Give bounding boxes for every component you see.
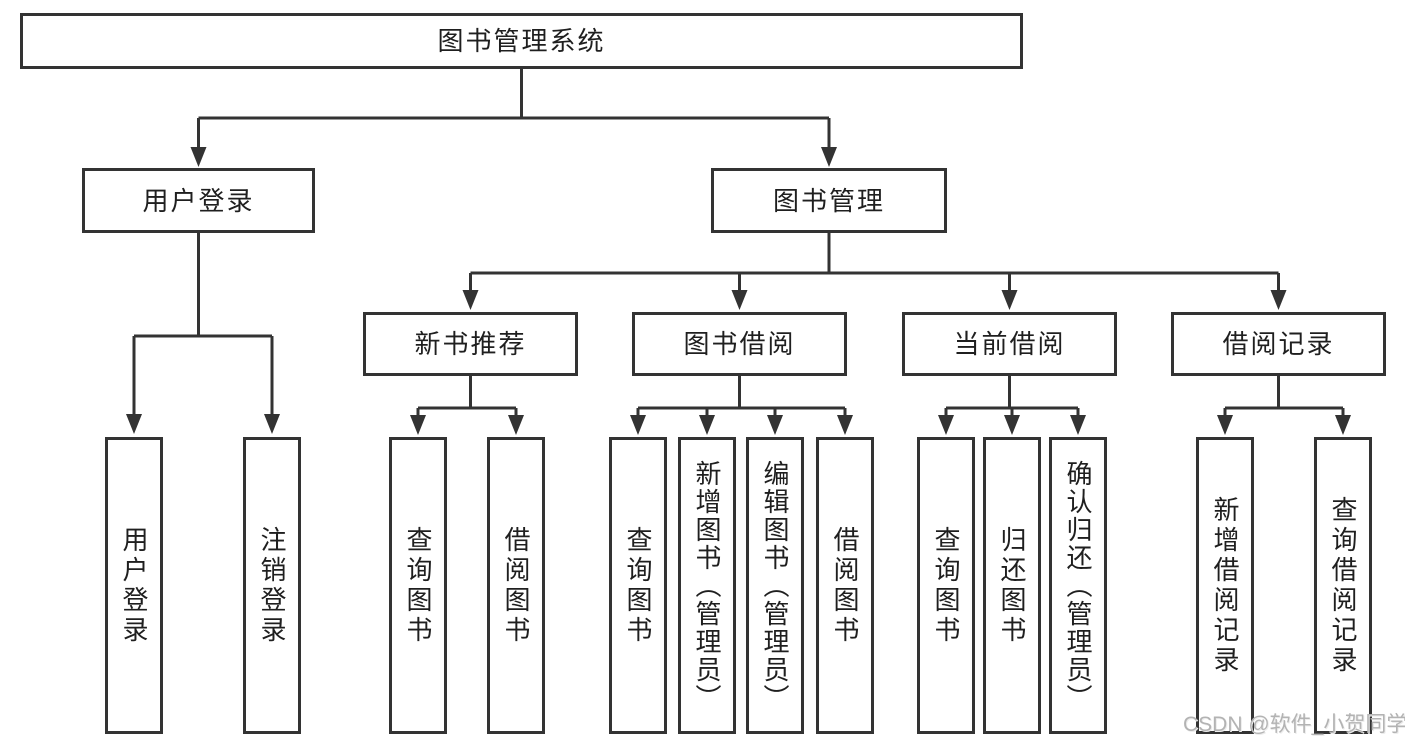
- node-bb-add-books-admin: 新增图书（管理员）: [678, 437, 736, 734]
- node-bb-add-books-admin-label: 新增图书（管理员）: [692, 459, 722, 712]
- node-bb-query-books-label: 查询图书: [623, 525, 653, 646]
- node-new-book-recommend: 新书推荐: [363, 312, 578, 376]
- node-current-borrow-label: 当前借阅: [953, 329, 1066, 359]
- node-book-management: 图书管理: [711, 168, 947, 233]
- node-leaf-user-login: 用户登录: [105, 437, 163, 734]
- node-leaf-logout: 注销登录: [243, 437, 301, 734]
- node-rec-borrow-books-label: 借阅图书: [501, 525, 531, 646]
- node-br-query-record: 查询借阅记录: [1314, 437, 1372, 734]
- node-book-borrow: 图书借阅: [632, 312, 847, 376]
- node-borrow-records: 借阅记录: [1171, 312, 1386, 376]
- node-rec-query-books-label: 查询图书: [403, 525, 433, 646]
- node-cb-return-books: 归还图书: [983, 437, 1041, 734]
- node-bb-query-books: 查询图书: [609, 437, 667, 734]
- node-cb-confirm-return-admin-label: 确认归还（管理员）: [1063, 459, 1093, 712]
- node-bb-borrow-books-label: 借阅图书: [830, 525, 860, 646]
- csdn-watermark: CSDN @软件_小贺同学: [1183, 713, 1405, 736]
- node-rec-borrow-books: 借阅图书: [487, 437, 545, 734]
- node-user-login: 用户登录: [82, 168, 315, 233]
- node-br-add-record-label: 新增借阅记录: [1210, 495, 1240, 676]
- node-bb-edit-books-admin-label: 编辑图书（管理员）: [760, 459, 790, 712]
- node-root-label: 图书管理系统: [437, 26, 606, 56]
- node-bb-edit-books-admin: 编辑图书（管理员）: [746, 437, 804, 734]
- node-bb-borrow-books: 借阅图书: [816, 437, 874, 734]
- node-cb-query-books: 查询图书: [917, 437, 975, 734]
- node-new-book-recommend-label: 新书推荐: [414, 329, 527, 359]
- node-book-management-label: 图书管理: [772, 185, 885, 216]
- node-user-login-label: 用户登录: [142, 185, 255, 216]
- node-leaf-user-login-label: 用户登录: [119, 525, 149, 646]
- node-cb-query-books-label: 查询图书: [931, 525, 961, 646]
- node-cb-confirm-return-admin: 确认归还（管理员）: [1049, 437, 1107, 734]
- node-current-borrow: 当前借阅: [902, 312, 1117, 376]
- node-root: 图书管理系统: [20, 13, 1023, 69]
- node-rec-query-books: 查询图书: [389, 437, 447, 734]
- node-cb-return-books-label: 归还图书: [997, 525, 1027, 646]
- node-br-query-record-label: 查询借阅记录: [1328, 495, 1358, 676]
- node-br-add-record: 新增借阅记录: [1196, 437, 1254, 734]
- node-borrow-records-label: 借阅记录: [1222, 329, 1335, 359]
- node-book-borrow-label: 图书借阅: [683, 329, 796, 359]
- node-leaf-logout-label: 注销登录: [257, 525, 287, 646]
